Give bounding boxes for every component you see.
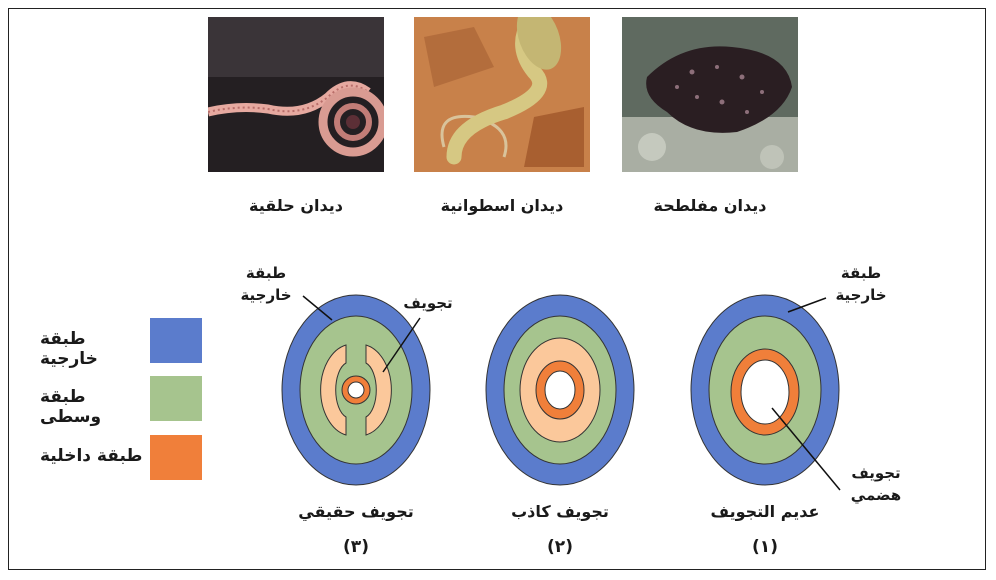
coelomate-title: تجويف حقيقي [256, 502, 456, 521]
acoelomate-title: عديم التجويف [665, 502, 865, 521]
legend-swatch-ectoderm [150, 318, 202, 363]
diagram-number-3: (٣) [326, 537, 386, 557]
pseudocoelomate-title: تجويف كاذب [460, 502, 660, 521]
diagram-number-2: (٢) [530, 537, 590, 557]
legend-label-ectoderm: طبقة خارجية [40, 329, 145, 369]
legend-swatch-mesoderm [150, 376, 202, 421]
acoelomate-diagram [691, 295, 840, 490]
diagram-number-1: (١) [735, 537, 795, 557]
legend-swatch-endoderm [150, 435, 202, 480]
legend-label-endoderm: طبقة داخلية [40, 446, 145, 466]
cavity-label: تجويف [398, 292, 458, 314]
pseudocoelomate-diagram [486, 295, 634, 485]
coelomate-diagram [282, 295, 430, 485]
legend-label-mesoderm: طبقة وسطى [40, 387, 145, 427]
outer-layer-label-right: طبقة خارجية [826, 262, 896, 306]
digestive-cavity-label: تجويف هضمي [846, 462, 906, 506]
outer-layer-label-left: طبقة خارجية [236, 262, 296, 306]
